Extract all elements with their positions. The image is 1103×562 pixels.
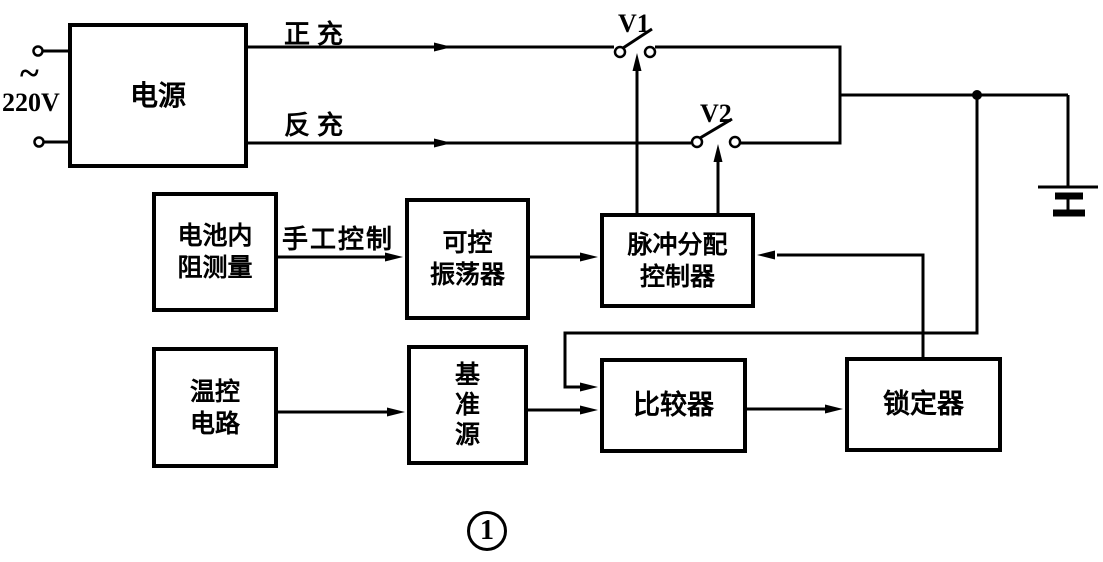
arrow-right-icon [434, 42, 452, 52]
arrow-right-icon [385, 252, 403, 262]
arrow-right-icon [580, 405, 598, 415]
oscillator-box-label: 可控 振荡器 [429, 229, 505, 289]
reference-box-label: 基 准 源 [454, 361, 480, 449]
figure-number-label: 1 [480, 515, 494, 546]
arrow-right-icon [580, 252, 598, 262]
reference-box: 基 准 源 [407, 345, 528, 465]
signal-lines [278, 255, 827, 414]
reverse-charge-label: 反充 [284, 110, 351, 140]
signal-arrows [385, 42, 843, 417]
comparator-box-label: 比较器 [633, 390, 714, 421]
arrow-right-icon [580, 382, 598, 392]
manual-control-label: 手工控制 [282, 224, 395, 254]
battery-resistance-box-label: 电池内 阻测量 [177, 222, 253, 282]
junction-dot [972, 90, 982, 100]
battery-icon [1038, 185, 1098, 217]
power-box: 电源 [68, 23, 248, 168]
locker-box-label: 锁定器 [883, 389, 964, 420]
pulse-controller-box-label: 脉冲分配 控制器 [627, 230, 728, 291]
arrow-left-icon [757, 250, 775, 260]
switch-v2-icon [690, 117, 742, 213]
temp-control-box: 温控 电路 [152, 347, 278, 468]
pulse-controller-box: 脉冲分配 控制器 [600, 213, 755, 308]
ac-voltage-label: 220V [2, 88, 60, 117]
locker-box: 锁定器 [845, 357, 1002, 452]
arrow-right-icon [825, 404, 843, 414]
power-box-label: 电源 [129, 79, 186, 111]
charge-lines [248, 45, 1070, 187]
locker-feedback-line [777, 253, 925, 357]
arrow-right-icon [387, 407, 405, 417]
ac-terminal-icon [32, 45, 44, 57]
arrow-up-icon [632, 53, 642, 71]
figure-number-badge: 1 [467, 511, 507, 551]
battery-feedback-line [563, 95, 979, 389]
ac-tilde-label: ~ [20, 53, 39, 93]
arrow-up-icon [713, 144, 723, 162]
battery-resistance-box: 电池内 阻测量 [152, 192, 278, 312]
ac-terminal-icon [33, 136, 45, 148]
positive-charge-label: 正充 [284, 19, 351, 49]
ac-terminal-leads [32, 45, 68, 148]
switch-v1-icon [613, 27, 657, 213]
temp-control-box-label: 温控 电路 [189, 377, 240, 438]
switch-v1-label: V1 [618, 9, 650, 38]
switch-v2-label: V2 [700, 99, 732, 128]
comparator-box: 比较器 [600, 358, 747, 453]
arrow-right-icon [434, 138, 452, 148]
oscillator-box: 可控 振荡器 [405, 198, 530, 320]
